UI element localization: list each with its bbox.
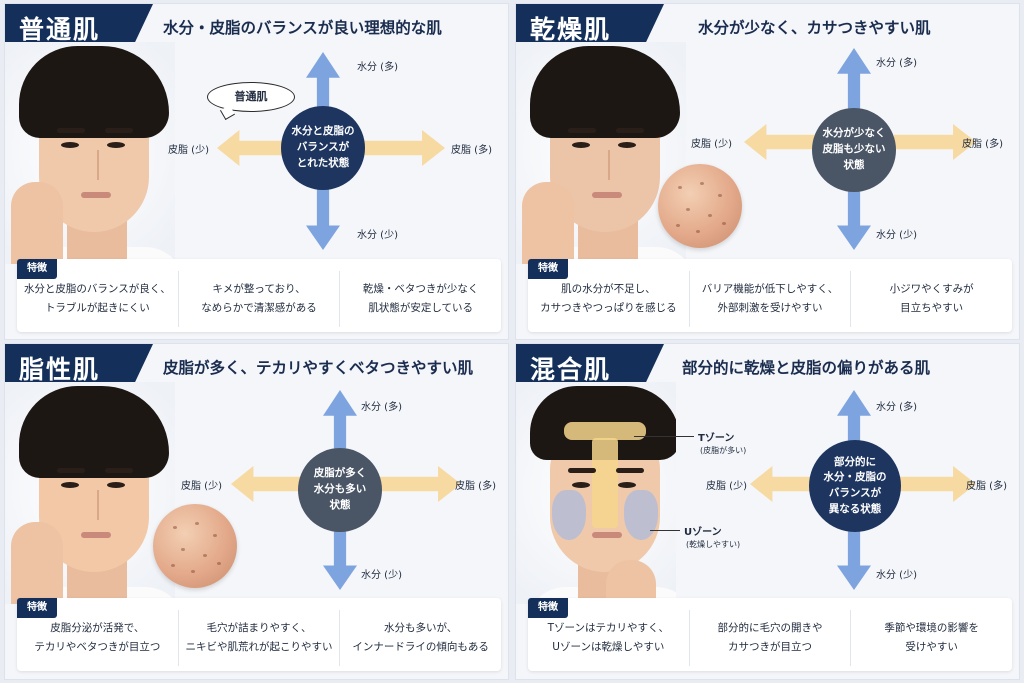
center-hub: 水分と皮脂の バランスが とれた状態 (281, 106, 365, 190)
axis-right-label: 皮脂 (多) (455, 481, 496, 492)
t-zone-highlight (592, 438, 618, 528)
center-hub: 皮脂が多く 水分も多い 状態 (298, 448, 382, 532)
axis-left-label: 皮脂 (少) (181, 481, 222, 492)
t-zone-note: (皮脂が多い) (700, 446, 747, 455)
feature-item: 肌の水分が不足し、 カサつきやつっぱりを感じる (540, 282, 677, 314)
axis-right-label: 皮脂 (多) (962, 139, 1003, 150)
axis-top-label: 水分 (多) (357, 62, 398, 73)
panel-oily-skin: 脂性肌 皮脂が多く、テカリやすくベタつきやすい肌 皮脂が多く 水分も多い 状態 … (4, 343, 509, 680)
center-hub: 部分的に 水分・皮脂の バランスが 異なる状態 (809, 440, 901, 532)
panel-subtitle: 水分・皮脂のバランスが良い理想的な肌 (163, 19, 442, 37)
features-label: 特徴 (17, 598, 57, 618)
portrait-image (5, 382, 175, 604)
axis-right-label: 皮脂 (多) (966, 481, 1007, 492)
feature-item: Tゾーンはテカリやすく、 Uゾーンは乾燥しやすい (547, 621, 670, 653)
portrait-image (516, 42, 686, 264)
features-card: 特徴 水分と皮脂のバランスが良く、 トラブルが起きにくい キメが整っており、 な… (17, 259, 501, 332)
sebum-right-arrow-icon (379, 466, 461, 502)
feature-item: 皮脂分泌が活発で、 テカリやベタつきが目立つ (34, 621, 161, 653)
feature-item: キメが整っており、 なめらかで清潔感がある (177, 271, 340, 327)
axis-right-label: 皮脂 (多) (451, 145, 492, 156)
axis-bottom-label: 水分 (少) (361, 570, 402, 581)
panel-title: 脂性肌 (19, 355, 101, 384)
portrait-image (5, 42, 175, 264)
features-card: 特徴 Tゾーンはテカリやすく、 Uゾーンは乾燥しやすい 部分的に毛穴の開きや カ… (528, 598, 1012, 671)
feature-item: 部分的に毛穴の開きや カサつきが目立つ (688, 610, 851, 666)
axis-left-label: 皮脂 (少) (168, 145, 209, 156)
panel-title: 乾燥肌 (530, 15, 612, 44)
feature-item: 乾燥・ベタつきが少なく 肌状態が安定している (339, 271, 501, 327)
features-label: 特徴 (17, 259, 57, 279)
panel-dry-skin: 乾燥肌 水分が少なく、カサつきやすい肌 水分が少なく 皮脂も少ない 状態 水分 … (515, 3, 1020, 340)
panel-title-tab: 普通肌 (5, 4, 153, 48)
axis-bottom-label: 水分 (少) (876, 230, 917, 241)
panel-title-tab: 乾燥肌 (516, 4, 664, 48)
u-zone-highlight (552, 490, 586, 540)
u-zone-highlight (624, 490, 658, 540)
axis-top-label: 水分 (多) (876, 58, 917, 69)
panel-title-tab: 脂性肌 (5, 344, 153, 388)
feature-item: 毛穴が詰まりやすく、 ニキビや肌荒れが起こりやすい (177, 610, 340, 666)
panel-title: 混合肌 (530, 355, 612, 384)
moisture-down-arrow-icon (306, 180, 340, 250)
panel-title-tab: 混合肌 (516, 344, 664, 388)
feature-item: 季節や環境の影響を 受けやすい (850, 610, 1012, 666)
feature-item: バリア機能が低下しやすく、 外部刺激を受けやすい (688, 271, 851, 327)
axis-left-label: 皮脂 (少) (706, 481, 747, 492)
features-label: 特徴 (528, 598, 568, 618)
speech-bubble: 普通肌 (207, 82, 295, 112)
axis-bottom-label: 水分 (少) (876, 570, 917, 581)
portrait-image (516, 382, 676, 604)
features-label: 特徴 (528, 259, 568, 279)
axis-bottom-label: 水分 (少) (357, 230, 398, 241)
sebum-right-arrow-icon (363, 130, 445, 166)
skin-texture-closeup (658, 164, 742, 248)
t-zone-label: Tゾーン (698, 433, 735, 444)
panel-combination-skin: 混合肌 部分的に乾燥と皮脂の偏りがある肌 Tゾーン (皮脂が多い) Uゾーン (… (515, 343, 1020, 680)
skin-texture-closeup (153, 504, 237, 588)
u-zone-label: Uゾーン (684, 527, 722, 538)
sebum-right-arrow-icon (894, 466, 976, 502)
t-zone-highlight (564, 422, 646, 440)
features-card: 特徴 肌の水分が不足し、 カサつきやつっぱりを感じる バリア機能が低下しやすく、… (528, 259, 1012, 332)
center-hub: 水分が少なく 皮脂も少ない 状態 (812, 108, 896, 192)
feature-item: 小ジワやくすみが 目立ちやすい (850, 271, 1012, 327)
panel-subtitle: 水分が少なく、カサつきやすい肌 (698, 19, 931, 37)
axis-left-label: 皮脂 (少) (691, 139, 732, 150)
axis-top-label: 水分 (多) (361, 402, 402, 413)
feature-item: 水分と皮脂のバランスが良く、 トラブルが起きにくい (23, 282, 171, 314)
u-zone-note: (乾燥しやすい) (686, 540, 741, 549)
panel-title: 普通肌 (19, 15, 101, 44)
panel-subtitle: 部分的に乾燥と皮脂の偏りがある肌 (682, 359, 931, 377)
feature-item: 水分も多いが、 インナードライの傾向もある (339, 610, 501, 666)
features-card: 特徴 皮脂分泌が活発で、 テカリやベタつきが目立つ 毛穴が詰まりやすく、 ニキビ… (17, 598, 501, 671)
panel-subtitle: 皮脂が多く、テカリやすくベタつきやすい肌 (163, 359, 474, 377)
axis-top-label: 水分 (多) (876, 402, 917, 413)
panel-normal-skin: 普通肌 水分・皮脂のバランスが良い理想的な肌 普通肌 水分と皮脂の バランスが … (4, 3, 509, 340)
